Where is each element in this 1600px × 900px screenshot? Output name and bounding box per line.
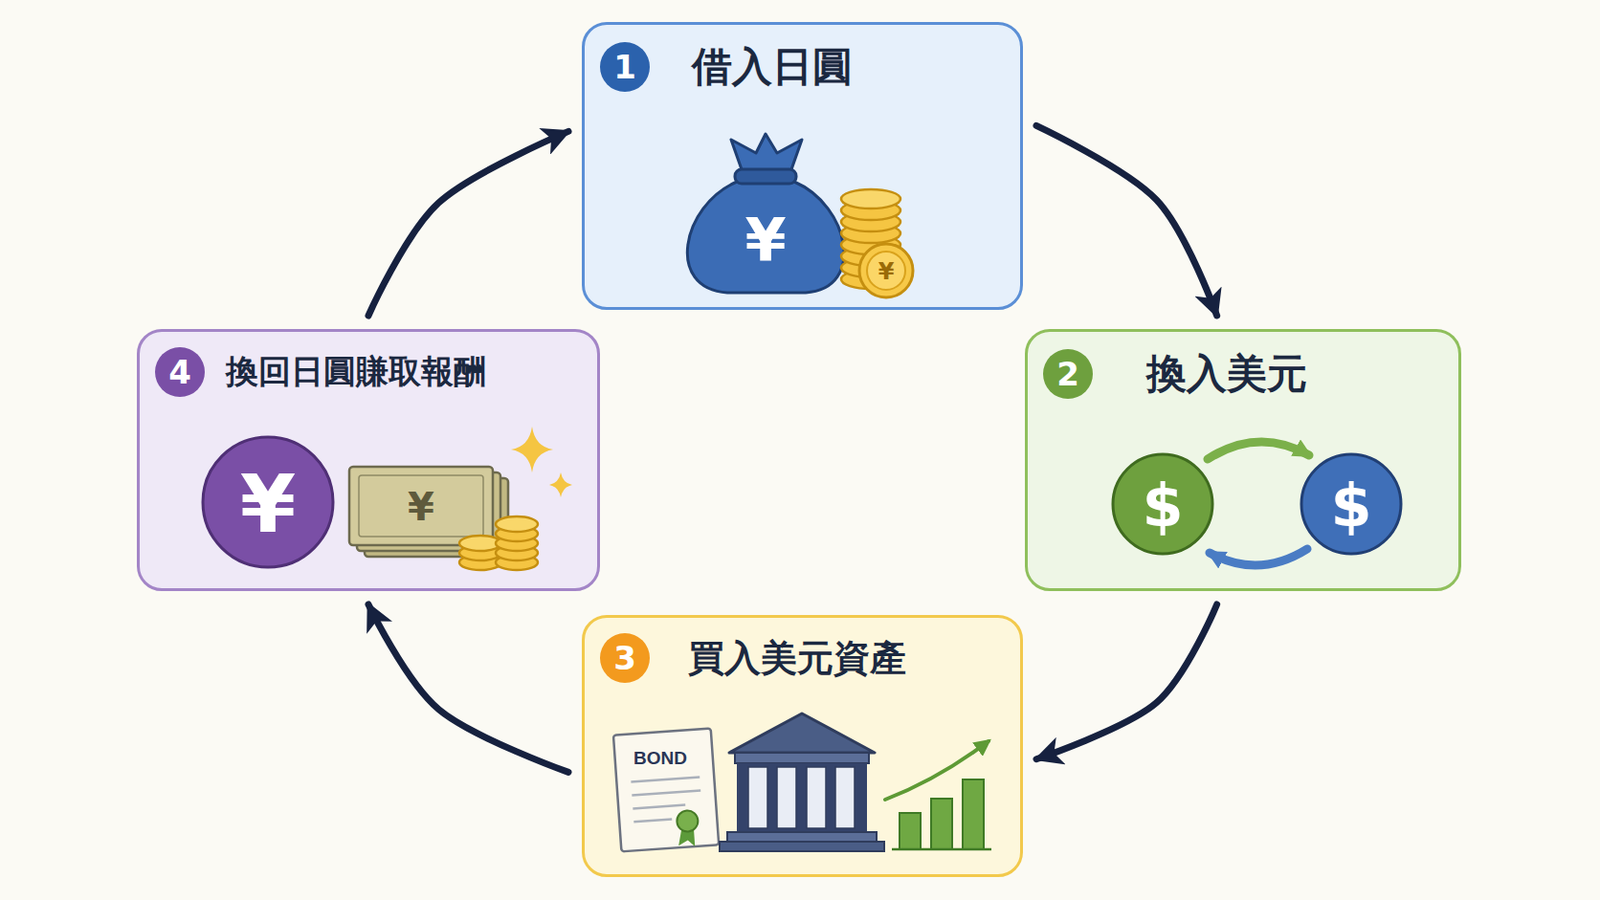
icon-symbol-wrap: ¥ (878, 260, 895, 284)
icon-symbol: $ (1141, 470, 1183, 541)
process-box: 3 買入美元資產 (581, 615, 1023, 878)
icon-symbol: $ (1330, 470, 1372, 541)
icon-symbol: ¥ (878, 258, 895, 286)
step-title: 買入美元資產 (688, 634, 907, 684)
icon-symbol-wrap: ¥ (744, 211, 786, 271)
step-number: 3 (600, 633, 650, 684)
step-title: 換入美元 (1146, 347, 1308, 401)
icon-symbol-wrap: ¥ (240, 464, 296, 545)
icon-symbol-wrap: BOND (633, 749, 688, 769)
cycle-arrow (1036, 125, 1218, 316)
box-header: 1 借入日圓 (600, 40, 853, 94)
icon-symbol: BOND (633, 748, 688, 769)
process-box: 2 換入美元 (1024, 329, 1462, 592)
process-box: 4 換回日圓賺取報酬 (136, 329, 600, 592)
cycle-arrow (368, 604, 569, 773)
icon-symbol-wrap: $ (1330, 476, 1372, 536)
step-number: 1 (600, 42, 650, 92)
cycle-arrow (368, 131, 569, 316)
step-title: 借入日圓 (691, 40, 853, 94)
icon-symbol-wrap: ¥ (407, 488, 435, 527)
step-number: 2 (1043, 349, 1093, 400)
box-header: 3 買入美元資產 (600, 633, 907, 684)
icon-symbol: ¥ (744, 205, 786, 276)
cycle-arrow (1036, 604, 1218, 760)
process-box: 1 借入日圓 (581, 22, 1023, 311)
step-number: 4 (155, 347, 205, 398)
icon-symbol: ¥ (240, 457, 296, 552)
icon-symbol-wrap: $ (1141, 476, 1183, 536)
box-header: 4 換回日圓賺取報酬 (155, 347, 487, 398)
step-title: 換回日圓賺取報酬 (225, 350, 487, 395)
box-header: 2 換入美元 (1043, 347, 1308, 401)
icon-symbol: ¥ (407, 485, 435, 530)
